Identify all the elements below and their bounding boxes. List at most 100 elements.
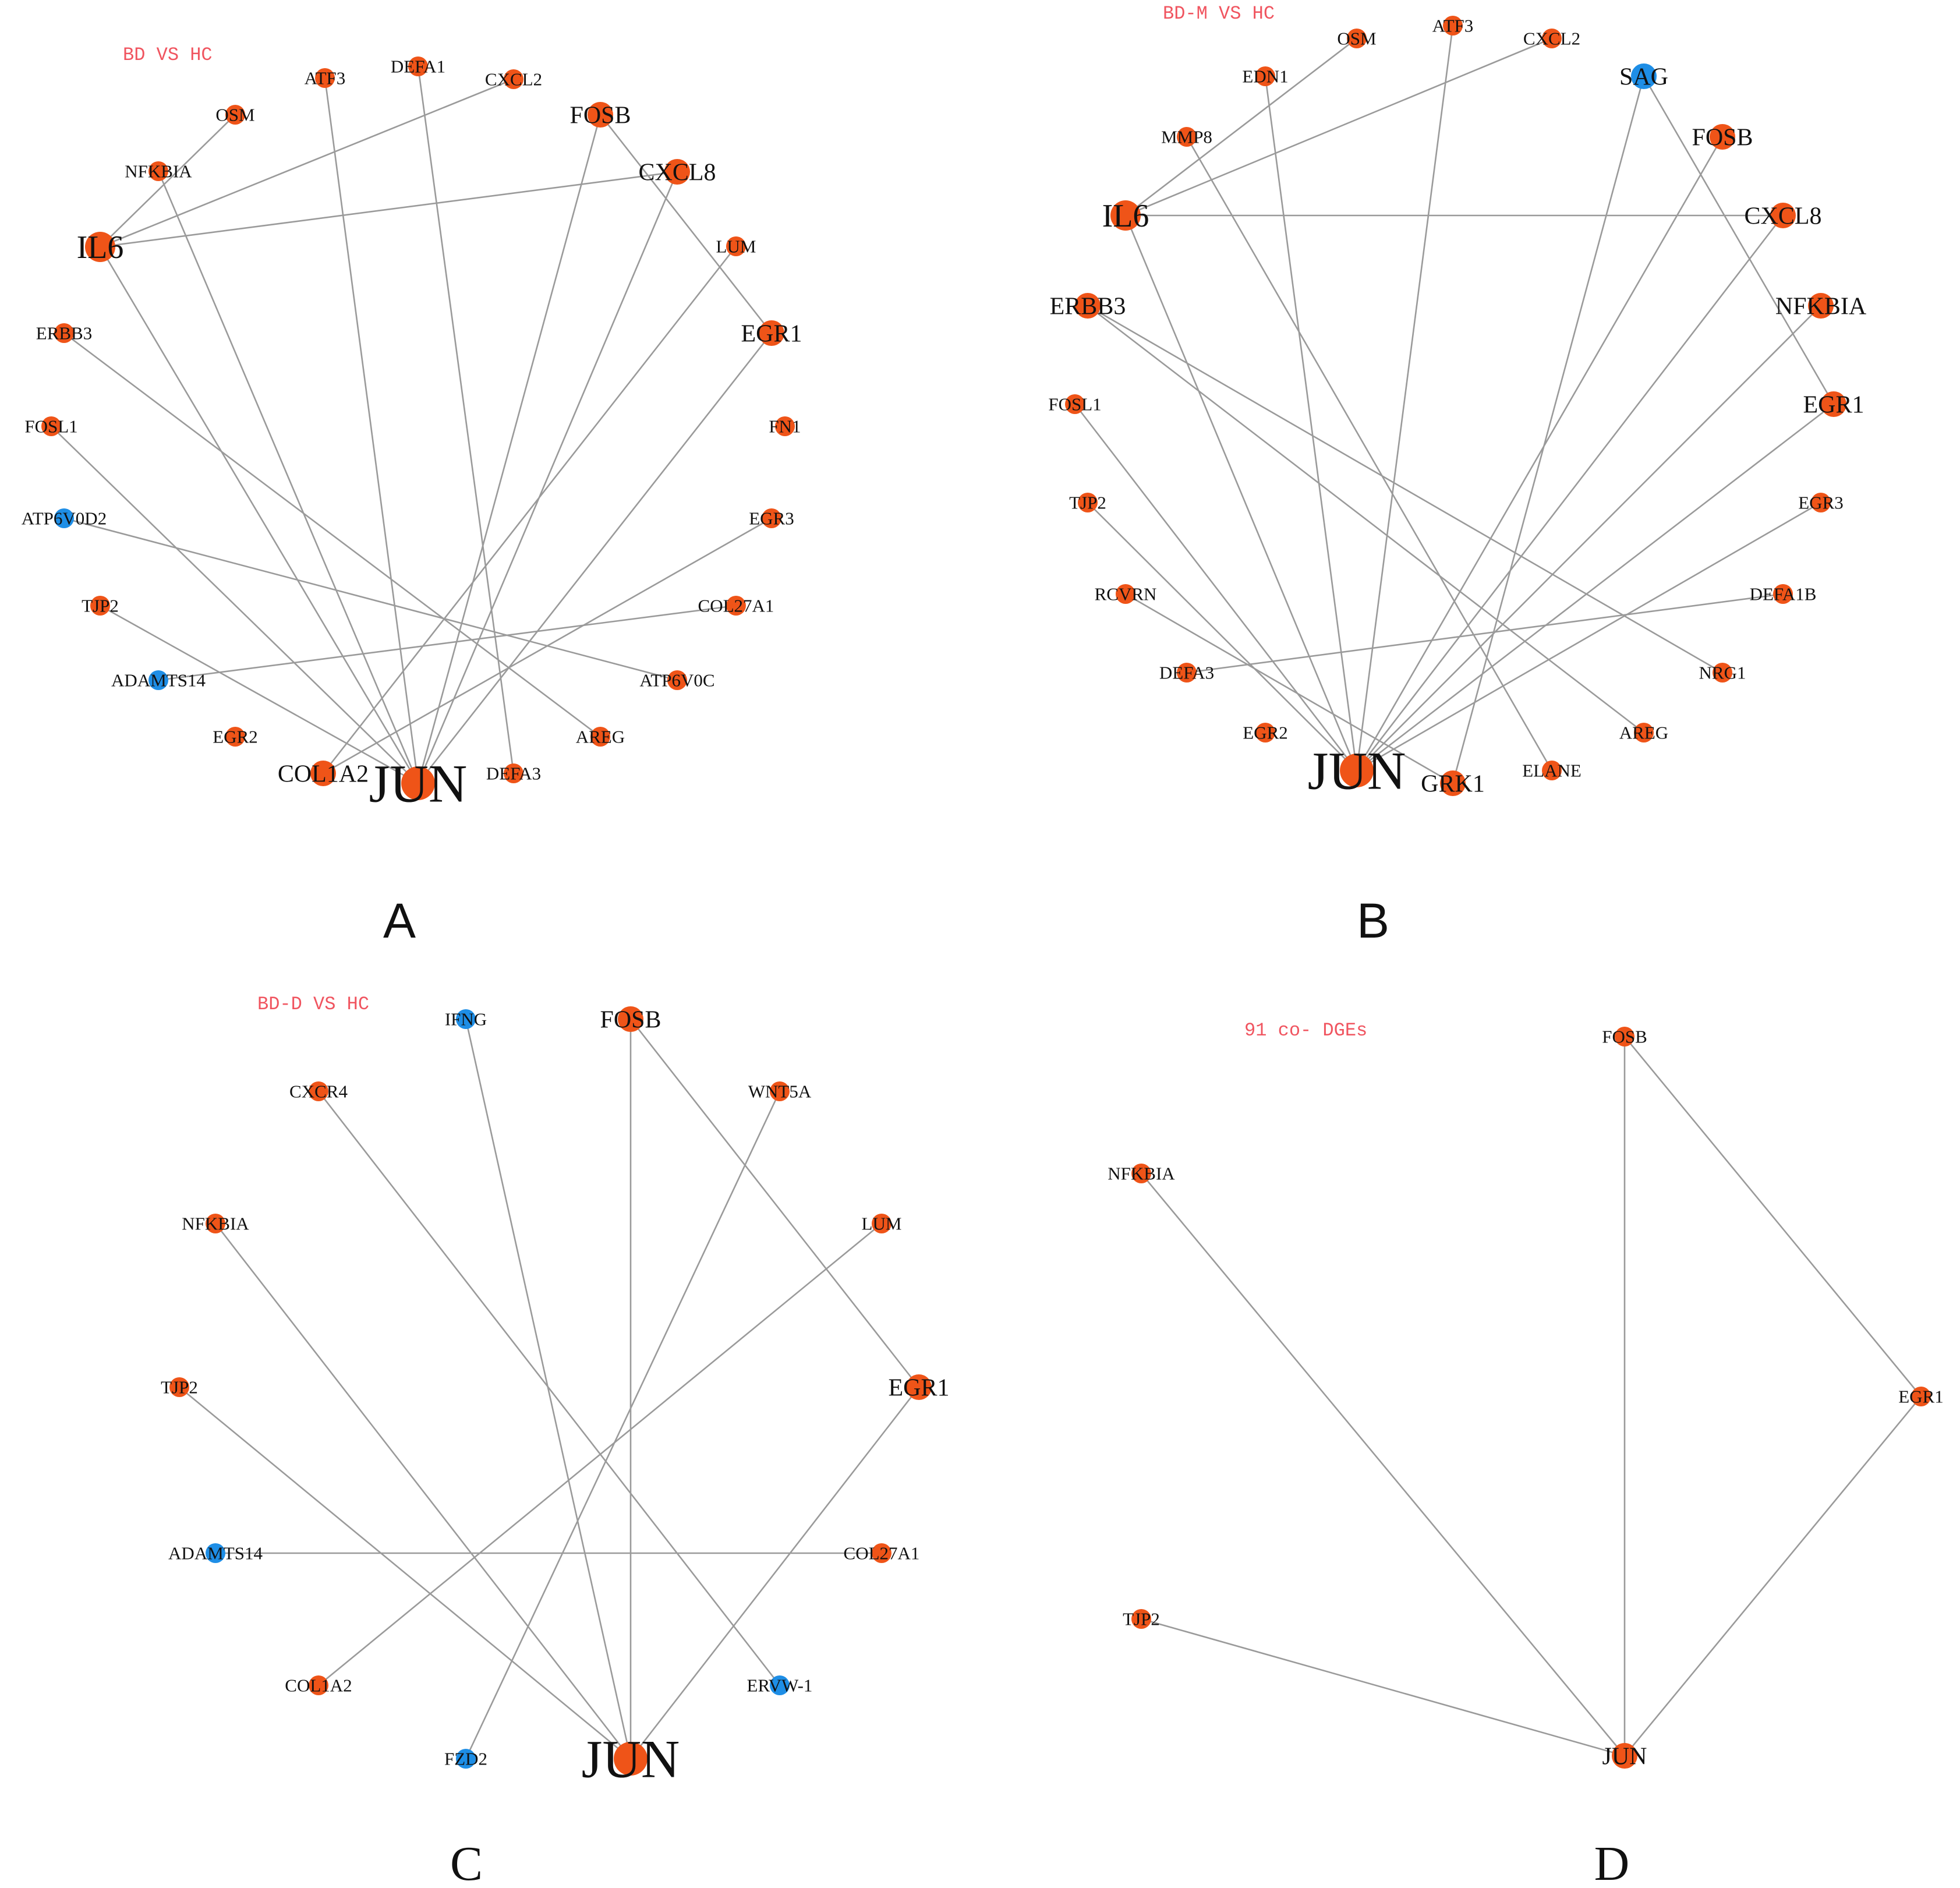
panel-c-node-ervw-1: ERVW-1 — [747, 1675, 813, 1696]
panel-b-node-label-tjp2: TJP2 — [1069, 493, 1106, 513]
panel-c-node-label-fzd2: FZD2 — [444, 1749, 487, 1769]
panel-b-edge-fosb-jun — [1356, 136, 1724, 771]
panel-a-node-dot-fosl1 — [41, 416, 61, 436]
panel-d-node-egr1: EGR1 — [1898, 1387, 1944, 1407]
panel-a-node-dot-areg — [590, 727, 610, 747]
panel-a-edge-adamts14-col27a1 — [158, 604, 737, 681]
panel-b-edge-il6-cxcl2 — [1125, 37, 1552, 217]
panel-b-node-dot-sag — [1631, 63, 1657, 89]
panel-c-edge-nfkbia-jun — [214, 1223, 632, 1759]
panel-a-node-atp6v0d2: ATP6V0D2 — [22, 508, 107, 529]
panel-a-edge-egr3-col1a2 — [323, 517, 772, 775]
panel-b-edge-il6-osm — [1125, 37, 1357, 217]
panel-b-node-label-cxcl2: CXCL2 — [1523, 29, 1580, 49]
panel-b-edge-erbb3-nrg1 — [1087, 305, 1723, 674]
panel-c-node-label-fosb: FOSB — [600, 1006, 661, 1033]
panel-a-node-il6: IL6 — [77, 229, 124, 266]
panel-c-node-dot-cxcr4 — [309, 1081, 328, 1101]
panel-b-node-label-jun: JUN — [1308, 741, 1406, 800]
panel-b-title: BD-M VS HC — [1163, 3, 1275, 24]
panel-b-node-sag: SAG — [1619, 63, 1668, 90]
panel-c-node-label-nfkbia: NFKBIA — [182, 1214, 249, 1234]
panel-a-node-label-areg: AREG — [576, 727, 625, 747]
panel-c-letter: C — [450, 1837, 483, 1888]
panel-b-node-jun: JUN — [1308, 741, 1406, 800]
panel-b-node-label-egr1: EGR1 — [1803, 391, 1865, 418]
panel-a-node-egr1: EGR1 — [741, 320, 802, 347]
panel-a-node-label-egr3: EGR3 — [749, 508, 794, 529]
panel-b-edge-mmp8-elane — [1186, 136, 1553, 771]
panel-b-node-dot-nfkbia — [1808, 293, 1834, 319]
panel-c-node-label-jun: JUN — [582, 1729, 680, 1788]
panel-c-node-dot-col27a1 — [872, 1543, 891, 1563]
panel-d-node-nfkbia: NFKBIA — [1108, 1164, 1175, 1184]
panel-a-node-label-egr2: EGR2 — [213, 727, 258, 747]
panel-c-node-dot-egr1 — [906, 1374, 932, 1400]
panel-a-node-nfkbia: NFKBIA — [125, 161, 192, 182]
panel-b-node-label-edn1: EDN1 — [1242, 66, 1288, 87]
panel-d-node-dot-nfkbia — [1131, 1164, 1151, 1183]
panel-b-node-dot-fosl1 — [1065, 394, 1085, 414]
panel-c-node-dot-nfkbia — [206, 1214, 225, 1233]
panel-b-node-label-grk1: GRK1 — [1421, 770, 1485, 797]
panel-a-node-dot-egr3 — [762, 508, 781, 528]
panel-a-node-label-defa3: DEFA3 — [486, 763, 541, 784]
panel-b-node-dot-defa1b — [1773, 584, 1793, 604]
panel-c-edge-ifng-jun — [465, 1019, 632, 1759]
panel-c-node-cxcr4: CXCR4 — [289, 1081, 348, 1102]
panel-b-node-label-defa1b: DEFA1B — [1750, 584, 1817, 604]
panel-a-node-erbb3: ERBB3 — [36, 323, 92, 344]
panel-a-node-dot-il6 — [85, 232, 115, 262]
panel-a-edge-il6-jun — [99, 246, 419, 784]
panel-c-node-dot-lum — [872, 1214, 891, 1233]
panel-a-node-cxcl2: CXCL2 — [485, 69, 542, 90]
panel-a-edge-il6-osm — [100, 114, 236, 248]
panel-a-node-adamts14: ADAMTS14 — [111, 670, 206, 691]
panel-b-node-dot-fosb — [1710, 124, 1735, 150]
panel-b-node-egr2: EGR2 — [1243, 723, 1288, 743]
panel-b-node-dot-mmp8 — [1177, 127, 1197, 147]
panel-c-node-label-cxcr4: CXCR4 — [289, 1081, 348, 1102]
panel-b-node-label-sag: SAG — [1619, 63, 1668, 90]
panel-a-node-egr3: EGR3 — [749, 508, 794, 529]
panel-c-node-dot-col1a2 — [309, 1675, 328, 1695]
panel-c-edges — [179, 1019, 920, 1760]
panel-a-node-label-col1a2: COL1A2 — [278, 761, 369, 787]
panel-b-node-label-erbb3: ERBB3 — [1050, 293, 1126, 320]
panel-a-node-label-nfkbia: NFKBIA — [125, 161, 192, 182]
panel-b-node-egr1: EGR1 — [1803, 391, 1865, 418]
panel-c-node-dot-ifng — [456, 1009, 476, 1029]
panel-d-edge-nfkbia-jun — [1140, 1173, 1626, 1756]
panel-b-node-mmp8: MMP8 — [1161, 127, 1212, 147]
panel-b-node-grk1: GRK1 — [1421, 770, 1485, 797]
panel-b-node-egr3: EGR3 — [1798, 493, 1844, 513]
panel-a-node-label-atp6v0d2: ATP6V0D2 — [22, 508, 107, 529]
panel-c-node-jun: JUN — [582, 1729, 680, 1788]
panel-a-node-label-fosl1: FOSL1 — [24, 416, 77, 437]
panel-c-node-label-col1a2: COL1A2 — [285, 1675, 352, 1696]
panel-a-node-dot-col1a2 — [310, 761, 336, 786]
panel-c-node-label-egr1: EGR1 — [889, 1374, 950, 1401]
panel-a-node-defa3: DEFA3 — [486, 763, 541, 784]
panel-c-node-label-tjp2: TJP2 — [161, 1377, 198, 1398]
panel-b-node-edn1: EDN1 — [1242, 66, 1288, 87]
panel-a-node-lum: LUM — [716, 236, 756, 257]
panel-a-node-label-cxcl8: CXCL8 — [638, 159, 716, 186]
panel-a-node-dot-fn1 — [775, 416, 795, 436]
panel-a-edge-atp6v0d2-atp6v0c — [63, 517, 678, 681]
panel-a-edge-il6-cxcl8 — [100, 171, 678, 248]
panel-a-node-dot-lum — [726, 236, 746, 256]
panel-b-node-erbb3: ERBB3 — [1050, 293, 1126, 320]
panel-b-node-dot-atf3 — [1443, 16, 1463, 36]
panel-c-edge-egr1-jun — [629, 1387, 920, 1759]
panel-b-node-dot-rcvrn — [1116, 584, 1135, 604]
panel-a-edge-defa1-defa3 — [417, 66, 515, 774]
panel-c-node-nfkbia: NFKBIA — [182, 1214, 249, 1234]
panel-b-edge-defa3-defa1b — [1186, 593, 1784, 674]
panel-a-node-col1a2: COL1A2 — [278, 761, 369, 787]
panel-b-edge-egr3-jun — [1356, 501, 1821, 772]
panel-b-node-osm: OSM — [1337, 29, 1376, 49]
panel-c-edge-lum-col1a2 — [318, 1222, 882, 1687]
